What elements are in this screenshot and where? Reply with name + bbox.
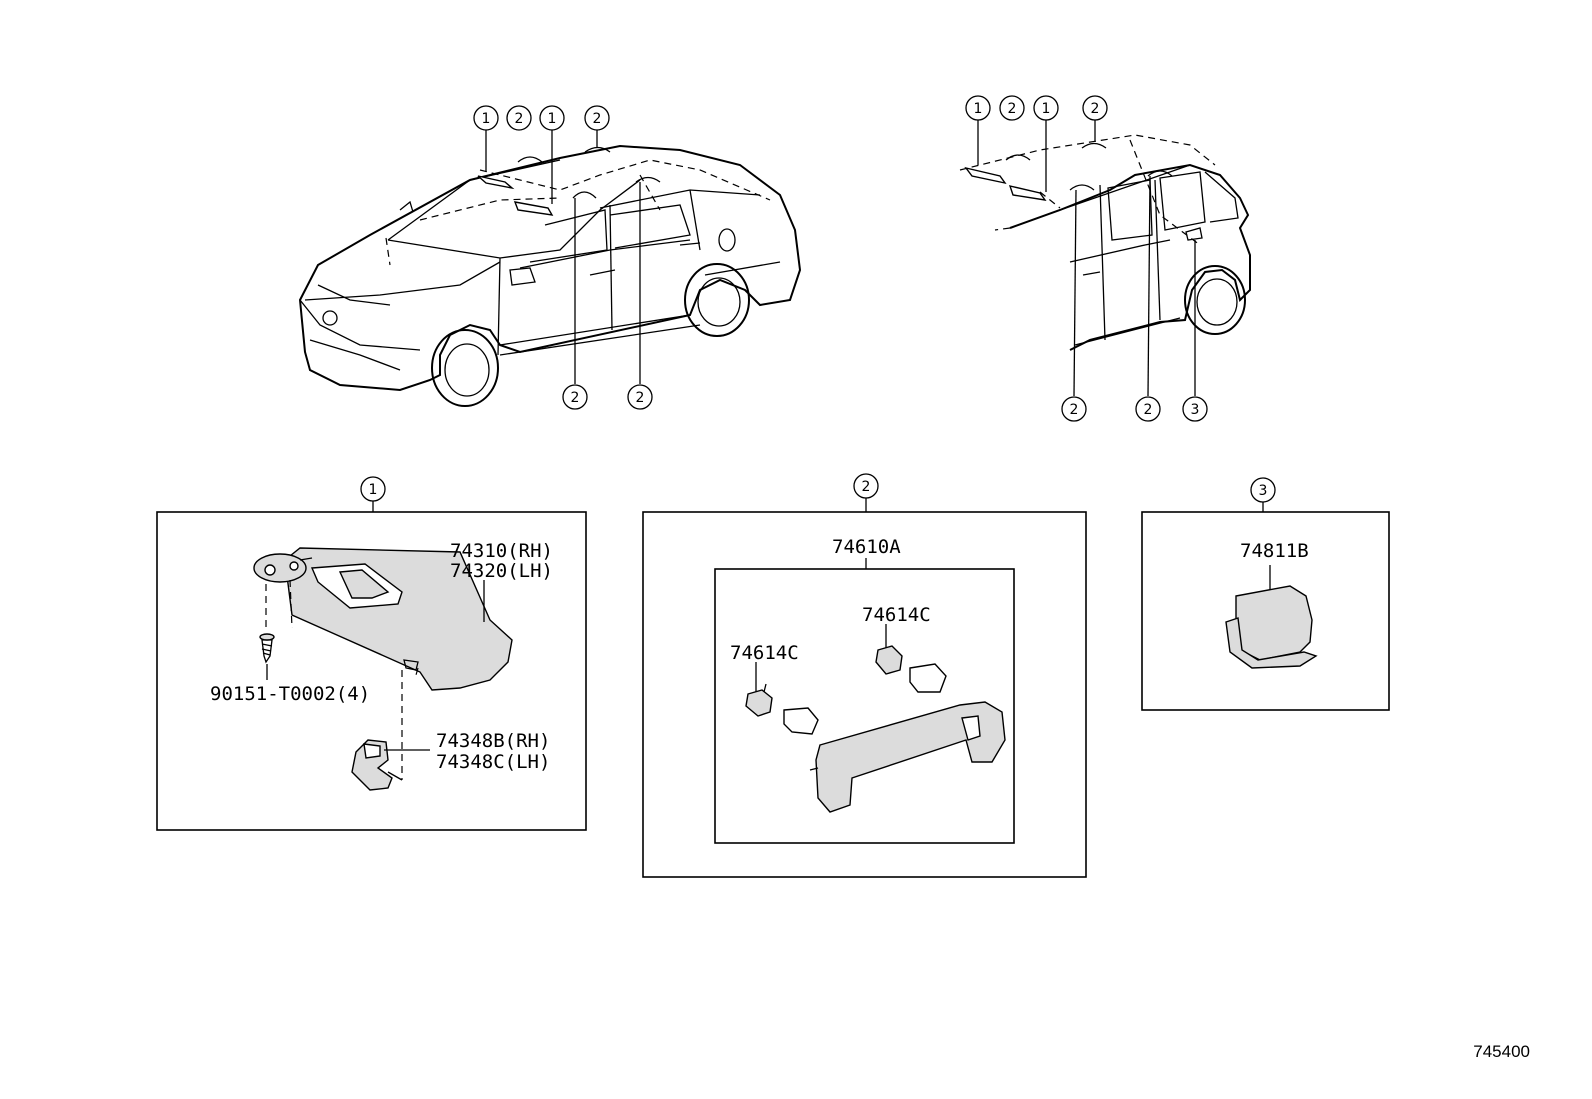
callout: 1 — [974, 101, 983, 117]
part-number: 74348C(LH) — [436, 751, 550, 773]
callouts-sedan-bottom: 2 2 — [562, 384, 653, 410]
part-number: 74610A — [832, 536, 901, 558]
part-number: 90151-T0002(4) — [210, 683, 370, 705]
part-number: 74320(LH) — [450, 560, 553, 582]
sedan-illustration — [298, 130, 802, 407]
cover — [1235, 585, 1313, 661]
panel-callout: 2 — [862, 479, 871, 495]
callout: 2 — [1070, 402, 1079, 418]
panel-assist-grip: 2 74610A 74614C 74614C — [642, 473, 1087, 878]
assist-grip — [815, 701, 1006, 813]
grip-cap — [783, 707, 819, 735]
panel-sun-visor: 1 74310(RH) 74320(LH) 90151-T0002(4) 743… — [156, 476, 587, 831]
callout: 2 — [593, 111, 602, 127]
callout: 2 — [1008, 101, 1017, 117]
panel-cover: 3 74811B — [1141, 477, 1390, 711]
grip-cap — [909, 663, 947, 693]
grip-clip — [745, 689, 773, 717]
callout: 2 — [1144, 402, 1153, 418]
callout: 1 — [482, 111, 491, 127]
panel-callout: 1 — [369, 482, 378, 498]
callout: 1 — [548, 111, 557, 127]
callout: 2 — [636, 390, 645, 406]
grip-clip — [875, 645, 903, 675]
callout: 2 — [571, 390, 580, 406]
part-number: 74310(RH) — [450, 540, 553, 562]
part-number: 74614C — [730, 642, 799, 664]
callouts-sedan-top: 1 2 1 2 — [473, 105, 610, 131]
callout: 1 — [1042, 101, 1051, 117]
part-number: 74614C — [862, 604, 931, 626]
part-number: 74811B — [1240, 540, 1309, 562]
callouts-hatch-top: 1 2 1 2 — [965, 95, 1108, 121]
callouts-hatch-bottom: 2 2 3 — [1061, 396, 1208, 422]
callout: 2 — [515, 111, 524, 127]
callout: 2 — [1091, 101, 1100, 117]
illustration-reference: 745400 — [1473, 1042, 1530, 1061]
part-number: 74348B(RH) — [436, 730, 550, 752]
visor-holder — [351, 739, 393, 791]
callout: 3 — [1191, 402, 1200, 418]
visor-hinge — [253, 553, 307, 583]
panel-callout: 3 — [1259, 483, 1268, 499]
hatchback-illustration — [959, 120, 1251, 397]
